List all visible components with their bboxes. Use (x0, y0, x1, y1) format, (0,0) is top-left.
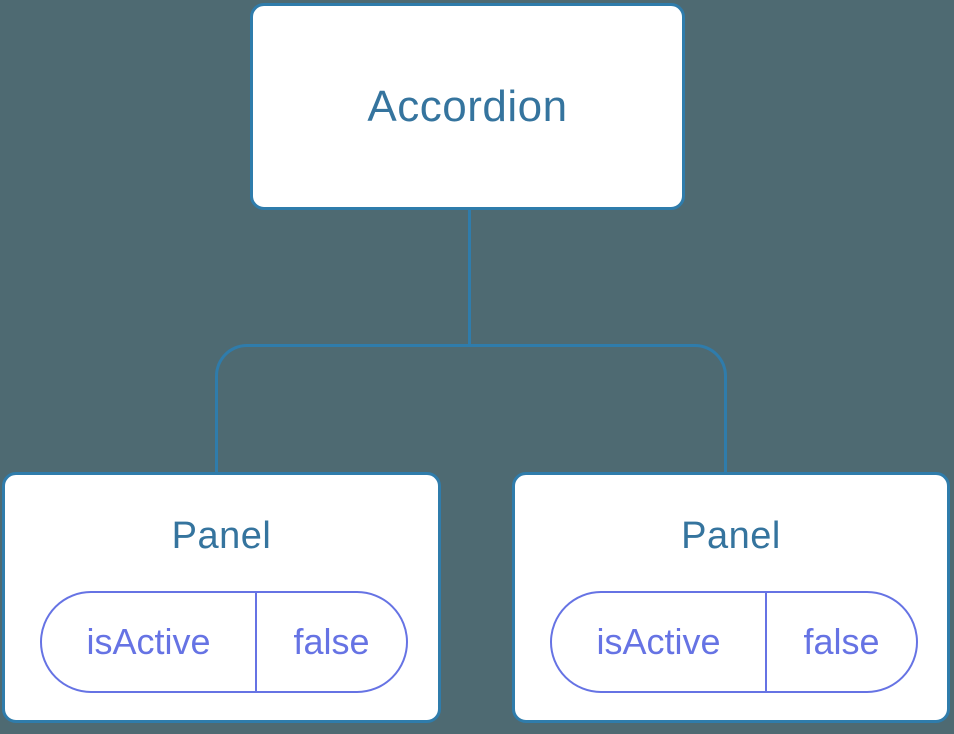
state-value-left: false (293, 621, 370, 662)
pill-divider (255, 593, 257, 691)
pill-divider (765, 593, 767, 691)
state-value-right: false (803, 621, 880, 662)
connector-stem (468, 210, 471, 346)
component-node-panel-left: Panel isActive false (2, 472, 441, 723)
component-node-accordion: Accordion (250, 3, 685, 210)
state-name-left: isActive (86, 621, 211, 662)
connector-bracket (215, 344, 727, 472)
accordion-node-label: Accordion (367, 81, 568, 131)
component-node-panel-right: Panel isActive false (512, 472, 950, 723)
panel-right-label: Panel (681, 515, 781, 557)
panel-left-label: Panel (171, 515, 272, 557)
state-name-right: isActive (596, 621, 721, 662)
state-pill-left: isActive false (40, 591, 408, 693)
state-pill-right: isActive false (550, 591, 918, 693)
